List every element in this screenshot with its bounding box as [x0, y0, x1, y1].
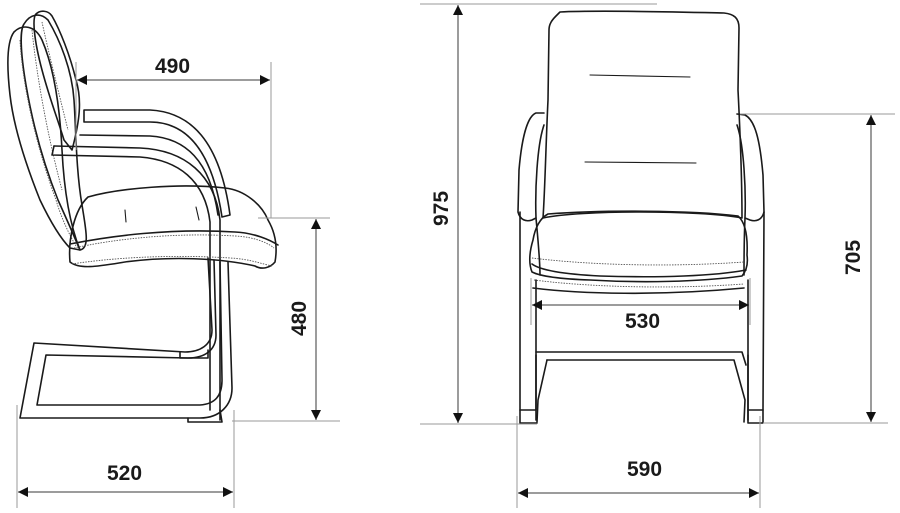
side-seat — [68, 185, 279, 269]
dim-total-width — [516, 416, 761, 508]
front-armrests — [517, 112, 765, 276]
side-backrest — [7, 10, 88, 251]
side-base-frame — [19, 257, 233, 423]
dim-seat-width — [530, 278, 751, 325]
dim-base-depth — [16, 405, 235, 508]
side-view — [7, 10, 340, 508]
front-base-frame — [519, 211, 765, 424]
label-seat-height: 480 — [288, 300, 312, 337]
label-seat-width: 530 — [625, 310, 661, 333]
front-view — [420, 3, 895, 508]
dim-seat-height — [232, 217, 340, 422]
label-armrest-depth: 490 — [155, 55, 191, 78]
side-armrest — [51, 109, 231, 421]
front-backrest — [542, 10, 743, 219]
label-armrest-height: 705 — [842, 239, 866, 276]
label-total-width: 590 — [627, 458, 663, 481]
front-seat — [528, 210, 749, 295]
dim-armrest-depth — [75, 62, 272, 218]
dim-armrest-height — [740, 113, 895, 424]
label-base-depth: 520 — [107, 462, 143, 485]
label-total-height: 975 — [430, 190, 454, 227]
dim-total-height — [420, 3, 657, 425]
